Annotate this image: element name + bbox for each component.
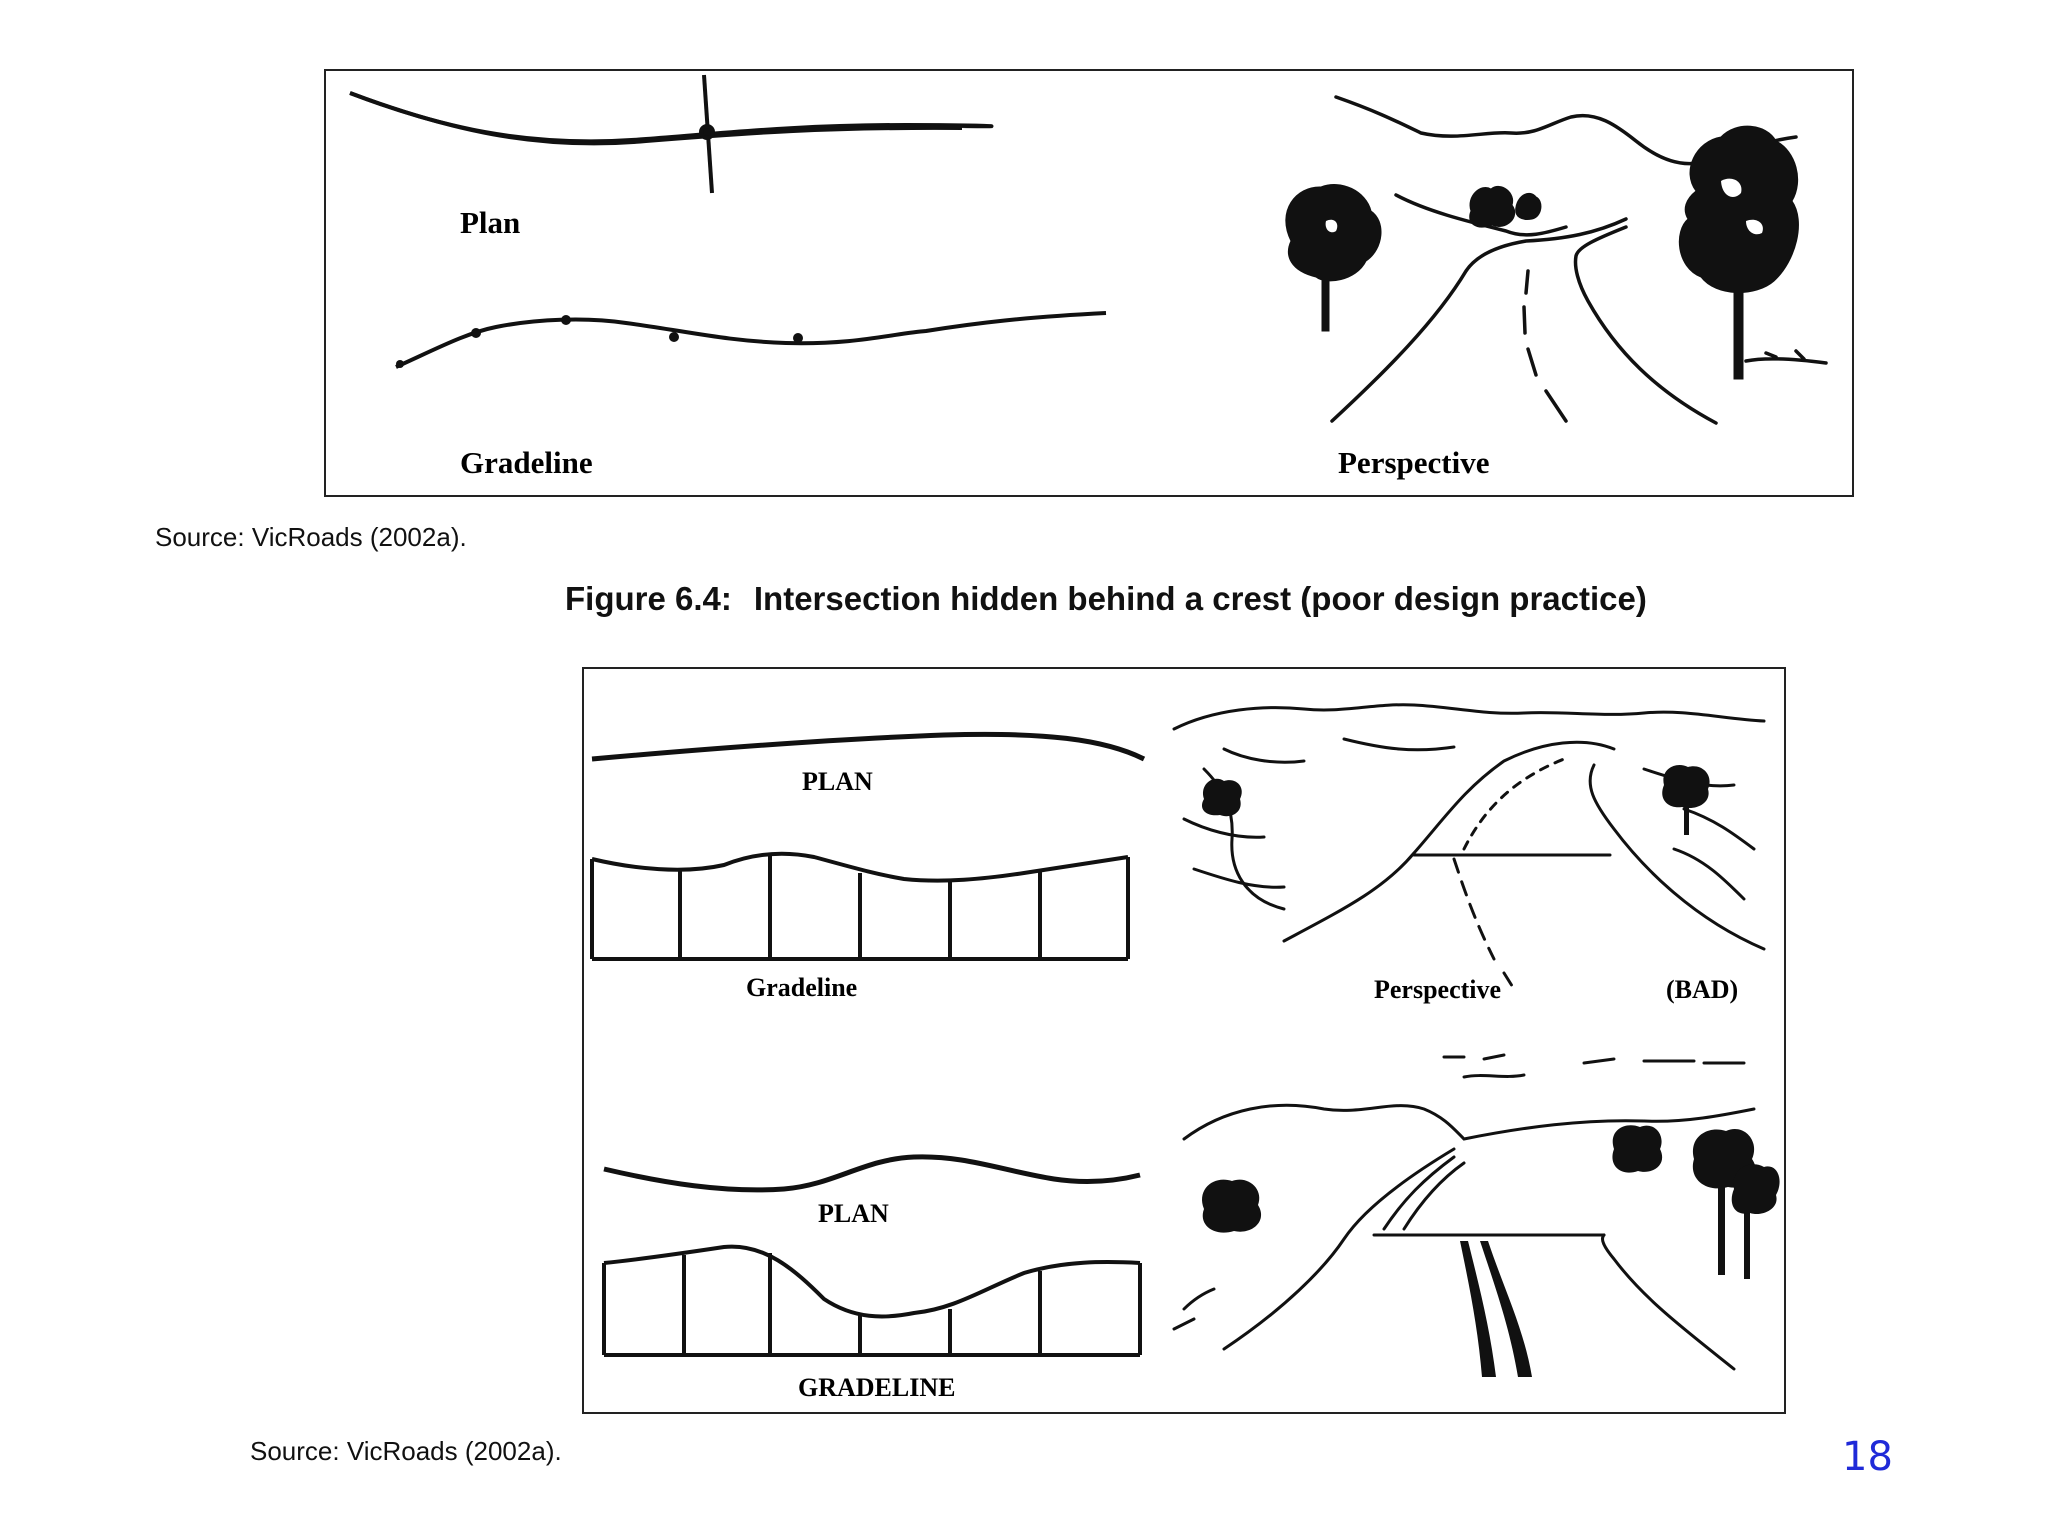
bad-gradeline-label: Gradeline	[746, 973, 857, 1003]
good-plan-label: PLAN	[818, 1199, 889, 1229]
bad-rating-label: (BAD)	[1666, 975, 1738, 1005]
plan-road-line	[350, 93, 992, 143]
bad-perspective-label: Perspective	[1374, 975, 1501, 1005]
page-number: 18	[1842, 1434, 1893, 1480]
good-perspective-road-lines	[1460, 1241, 1532, 1377]
good-perspective-sketch	[1174, 1055, 1754, 1369]
bottom-figure-drawing	[584, 669, 1784, 1412]
bad-perspective-trees	[1202, 765, 1710, 835]
figure-title: Intersection hidden behind a crest (poor…	[754, 580, 1647, 617]
top-figure: Plan Gradeline Perspective	[324, 69, 1854, 497]
good-gradeline-profile	[604, 1247, 1140, 1355]
bad-plan-label: PLAN	[802, 767, 873, 797]
bad-gradeline-profile	[592, 854, 1128, 959]
bottom-figure: PLAN Gradeline Perspective (BAD) PLAN GR…	[582, 667, 1786, 1414]
gradeline-profile-line	[396, 313, 1106, 367]
perspective-trees	[1286, 126, 1799, 379]
perspective-label: Perspective	[1338, 445, 1489, 481]
bottom-source-note: Source: VicRoads (2002a).	[250, 1436, 562, 1467]
plan-crossroad	[701, 75, 713, 193]
good-gradeline-label: GRADELINE	[798, 1373, 955, 1403]
figure-number: Figure 6.4:	[565, 580, 732, 617]
bad-perspective-sketch	[1174, 705, 1764, 989]
bad-plan-line	[592, 734, 1144, 759]
figure-caption: Figure 6.4: Intersection hidden behind a …	[565, 580, 1647, 618]
plan-label: Plan	[460, 205, 520, 241]
top-source-note: Source: VicRoads (2002a).	[155, 522, 467, 553]
good-plan-line	[604, 1157, 1140, 1190]
gradeline-label: Gradeline	[460, 445, 593, 481]
top-figure-drawing	[326, 71, 1852, 495]
